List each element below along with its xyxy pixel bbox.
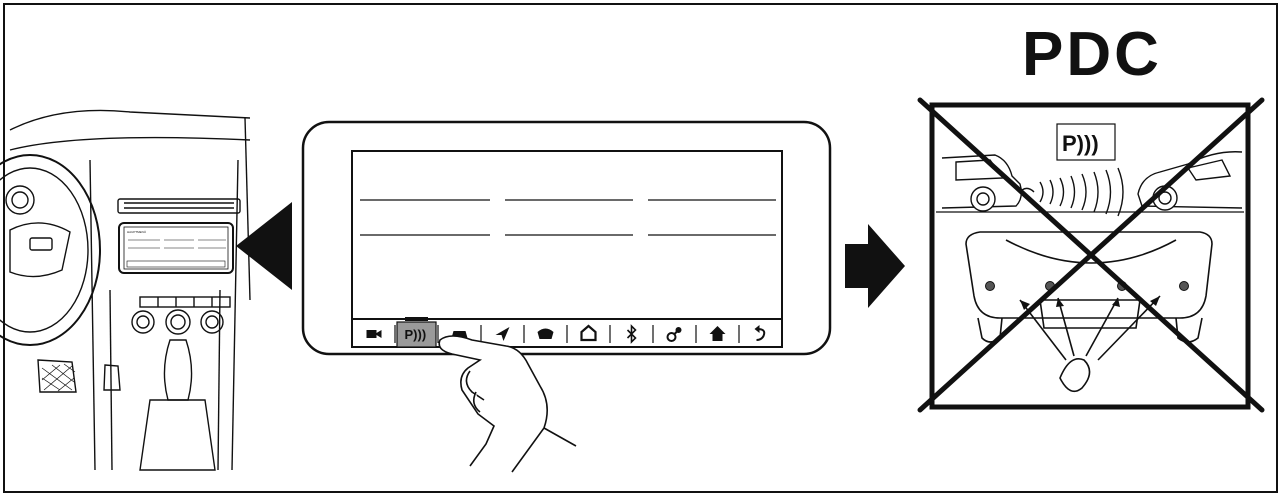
- parking-sensor-4: [1180, 282, 1189, 291]
- pdc-indicator-label: P))): [1062, 131, 1099, 156]
- parking-sensor-1: [986, 282, 995, 291]
- active-key-indicator: [405, 317, 428, 321]
- softkey-parking[interactable]: P))): [395, 317, 436, 347]
- dashboard-view: [0, 110, 250, 470]
- result-arrow: [845, 224, 905, 308]
- dashboard-screen-heading: HAUPTMENÜ: [127, 230, 146, 234]
- pressing-hand: [439, 336, 576, 472]
- parking-sensor-icon: P))): [405, 327, 427, 342]
- infotainment-unit: [303, 122, 830, 354]
- pdc-title: PDC: [1022, 24, 1202, 86]
- dashboard-screen: HAUPTMENÜ: [119, 223, 233, 273]
- pedal-hatching: [42, 364, 75, 391]
- zoom-triangle: [236, 202, 292, 290]
- pdc-indicator: P))): [1057, 124, 1115, 160]
- park-button-label: P))): [405, 327, 427, 342]
